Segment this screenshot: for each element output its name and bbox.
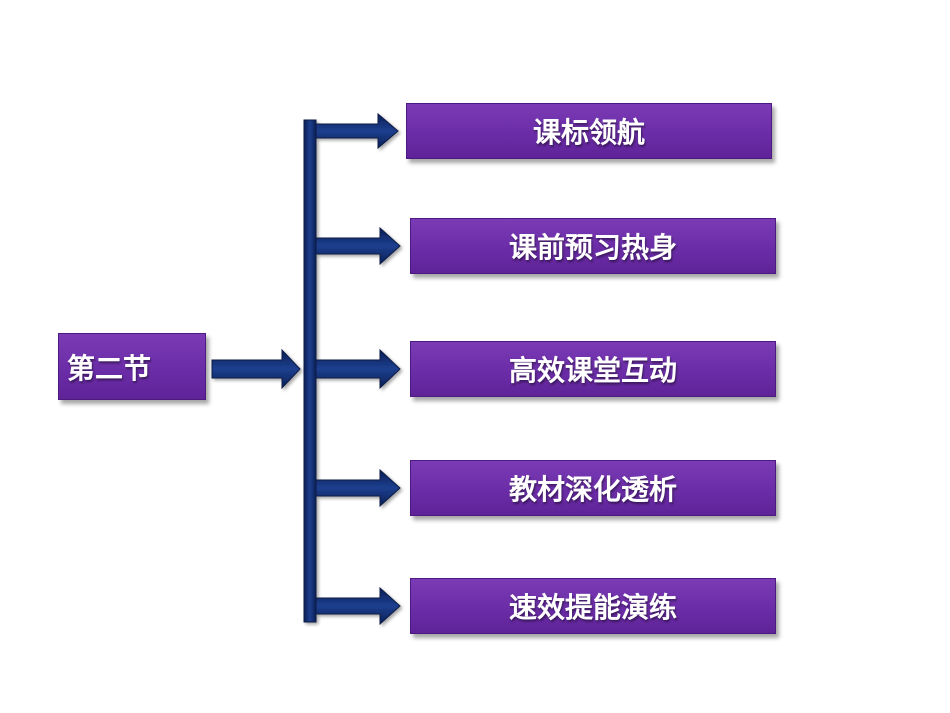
root-node-box: 第二节 [58,333,206,400]
branch-arrow-3 [315,348,401,390]
branch-arrow-4 [315,468,401,508]
branch-node-5-label: 速效提能演练 [508,591,677,624]
branch-arrow-5 [315,586,401,626]
root-arrow [211,348,301,390]
branch-node-5[interactable]: 速效提能演练 [410,578,776,634]
branch-node-4[interactable]: 教材深化透析 [410,460,776,516]
branch-node-3-label: 高效课堂互动 [508,354,677,387]
branch-arrow-1 [315,112,399,150]
branch-node-1-label: 课标领航 [532,116,645,149]
vertical-connector-bar [303,119,317,623]
branch-arrow-2 [315,226,401,266]
branch-node-4-label: 教材深化透析 [508,473,677,506]
root-node-label: 第二节 [67,351,152,385]
branch-node-2[interactable]: 课前预习热身 [410,218,776,274]
branch-node-3[interactable]: 高效课堂互动 [410,341,776,397]
branch-node-1[interactable]: 课标领航 [406,103,772,159]
branch-node-2-label: 课前预习热身 [508,231,677,264]
